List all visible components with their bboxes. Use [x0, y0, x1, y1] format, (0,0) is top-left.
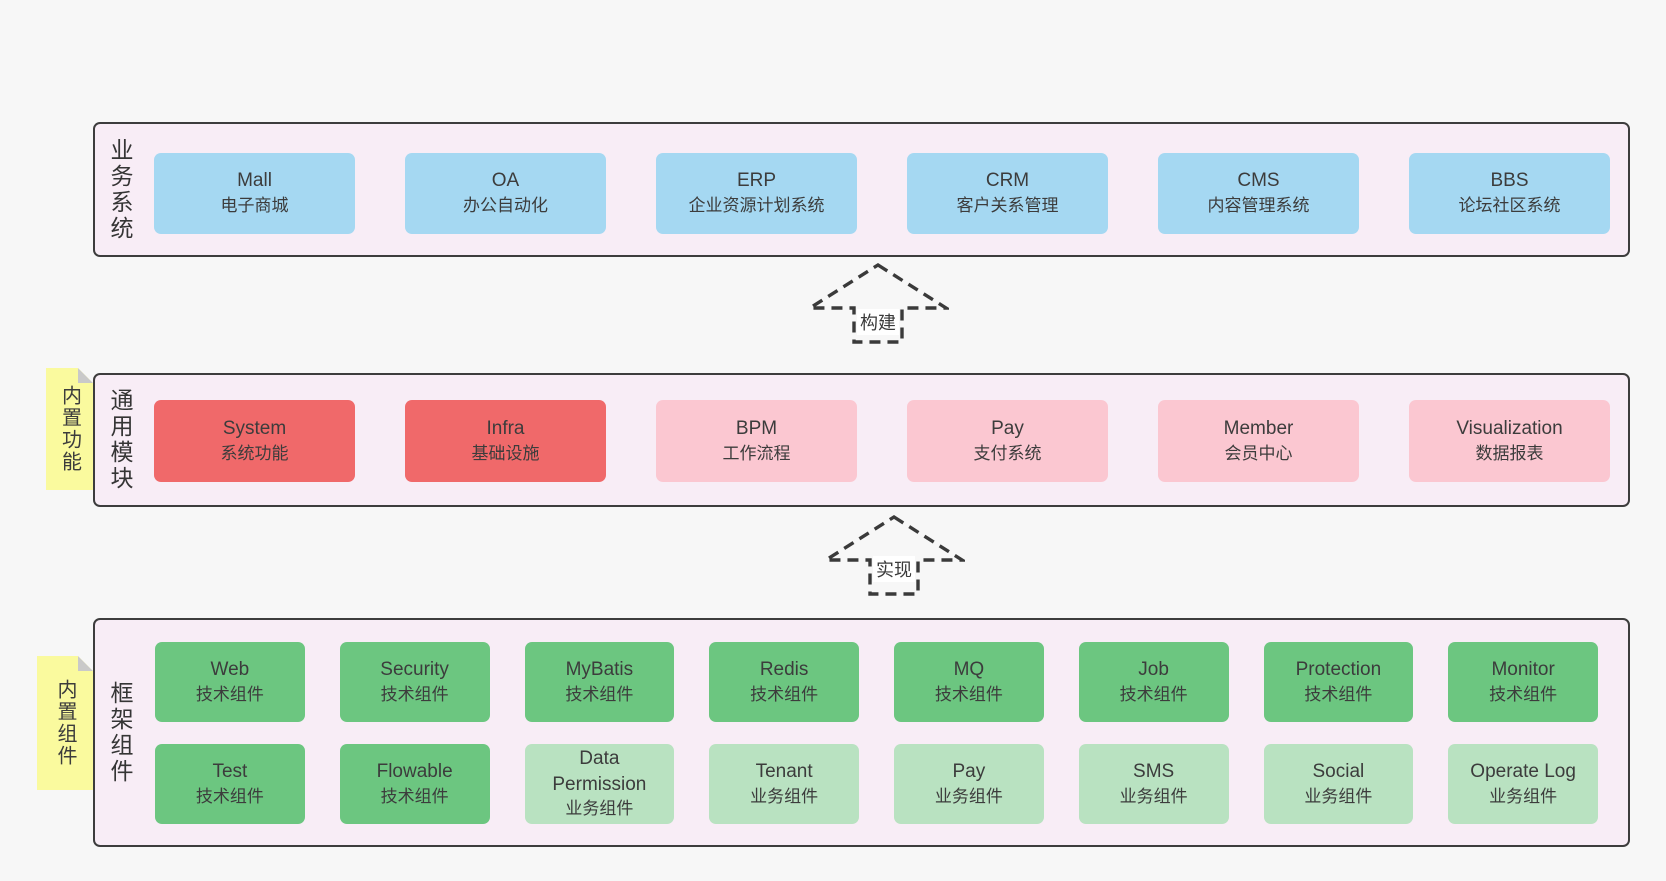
box-mq: MQ 技术组件	[894, 642, 1044, 722]
box-bpm: BPM 工作流程	[656, 400, 857, 482]
box-monitor: Monitor 技术组件	[1448, 642, 1598, 722]
box-sms: SMS 业务组件	[1078, 744, 1229, 824]
box-security: Security 技术组件	[339, 642, 490, 722]
box-flowable: Flowable 技术组件	[339, 744, 490, 824]
box-oa: OA 办公自动化	[405, 153, 606, 234]
box-erp: ERP 企业资源计划系统	[656, 153, 857, 234]
arrow-build: 构建	[807, 262, 949, 346]
arrow-build-label: 构建	[857, 309, 899, 335]
box-test: Test 技术组件	[155, 744, 305, 824]
up-arrow-icon	[807, 262, 949, 344]
box-pay-system: Pay 支付系统	[907, 400, 1108, 482]
arrow-implement: 实现	[823, 514, 965, 598]
arrow-implement-label: 实现	[873, 556, 915, 582]
layer-business-systems: 业务系统 Mall 电子商城 OA 办公自动化 ERP 企业资源计划系统 CRM…	[93, 122, 1630, 257]
up-arrow-icon	[823, 514, 965, 596]
box-web: Web 技术组件	[155, 642, 305, 722]
box-member: Member 会员中心	[1158, 400, 1359, 482]
note-fold-icon	[78, 656, 93, 671]
layer-business-side-label: 业务系统	[107, 137, 133, 242]
note-built-in-components: 内置组件	[37, 656, 93, 790]
layer-framework-side-label: 框架组件	[107, 680, 133, 785]
box-redis: Redis 技术组件	[709, 642, 859, 722]
framework-box-row-2: Test 技术组件 Flowable 技术组件 Data Permission …	[155, 744, 1598, 824]
box-cms: CMS 内容管理系统	[1158, 153, 1359, 234]
box-pay-component: Pay 业务组件	[894, 744, 1044, 824]
box-data-permission: Data Permission 业务组件	[524, 744, 675, 824]
note-built-in-features-label: 内置功能	[58, 385, 81, 473]
box-system: System 系统功能	[154, 400, 355, 482]
box-job: Job 技术组件	[1078, 642, 1229, 722]
framework-box-row-1: Web 技术组件 Security 技术组件 MyBatis 技术组件 Redi…	[155, 642, 1598, 722]
box-crm: CRM 客户关系管理	[907, 153, 1108, 234]
note-built-in-components-label: 内置组件	[54, 679, 76, 767]
box-social: Social 业务组件	[1263, 744, 1414, 824]
layer-common-side-label: 通用模块	[107, 388, 133, 492]
box-mybatis: MyBatis 技术组件	[524, 642, 675, 722]
box-mall: Mall 电子商城	[154, 153, 355, 234]
box-operate-log: Operate Log 业务组件	[1448, 744, 1598, 824]
box-tenant: Tenant 业务组件	[709, 744, 859, 824]
box-bbs: BBS 论坛社区系统	[1409, 153, 1610, 234]
note-fold-icon	[78, 368, 93, 383]
common-box-row: System 系统功能 Infra 基础设施 BPM 工作流程 Pay 支付系统…	[154, 400, 1610, 482]
business-box-row: Mall 电子商城 OA 办公自动化 ERP 企业资源计划系统 CRM 客户关系…	[154, 153, 1610, 234]
layer-common-modules: 通用模块 System 系统功能 Infra 基础设施 BPM 工作流程 Pay…	[93, 373, 1630, 507]
layer-framework-components: 框架组件 Web 技术组件 Security 技术组件 MyBatis 技术组件…	[93, 618, 1630, 847]
box-protection: Protection 技术组件	[1263, 642, 1414, 722]
note-built-in-features: 内置功能	[46, 368, 93, 490]
box-visualization: Visualization 数据报表	[1409, 400, 1610, 482]
box-infra: Infra 基础设施	[405, 400, 606, 482]
